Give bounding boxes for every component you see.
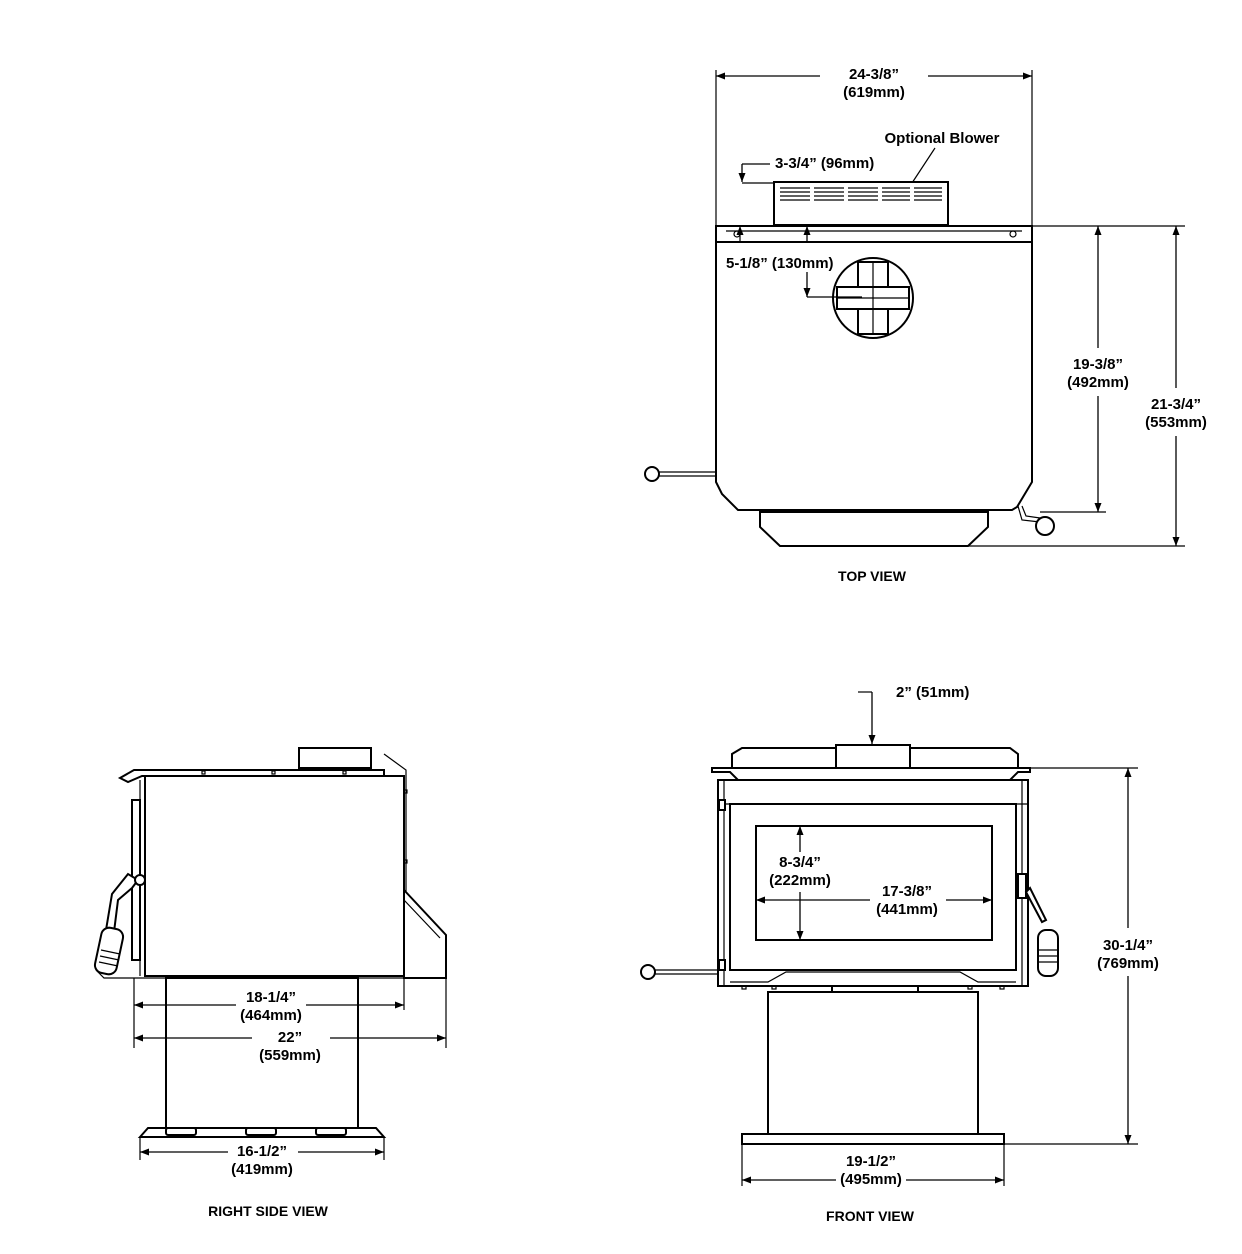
side-view: 18-1/4” (464mm) 22” (559mm) 16-1/2” (419… — [93, 747, 447, 1219]
front-base-width-in: 19-1/2” — [846, 1153, 896, 1170]
top-depth-body-mm: (492mm) — [1067, 374, 1129, 391]
front-view: 2” (51mm) — [640, 684, 1159, 1224]
side-base-in: 16-1/2” — [237, 1143, 287, 1160]
front-glass-height-mm: (222mm) — [769, 872, 831, 889]
front-glass-height-in: 8-3/4” — [779, 854, 821, 871]
side-depth-body-mm: (464mm) — [240, 1007, 302, 1024]
side-view-title: RIGHT SIDE VIEW — [208, 1203, 329, 1219]
side-handle — [93, 872, 146, 976]
side-body — [144, 775, 405, 977]
front-base — [741, 1133, 1005, 1145]
front-view-title: FRONT VIEW — [826, 1208, 915, 1224]
side-flue — [298, 747, 372, 769]
front-glass — [755, 825, 993, 941]
front-total-height-mm: (769mm) — [1097, 955, 1159, 972]
side-pedestal — [165, 977, 359, 1129]
blower-unit — [773, 181, 949, 226]
front-top-plate — [711, 767, 1031, 781]
top-view-title: TOP VIEW — [838, 568, 907, 584]
front-damper-rod — [640, 964, 718, 980]
top-depth-total-mm: (553mm) — [1145, 414, 1207, 431]
front-handle — [1017, 873, 1059, 977]
front-pedestal — [767, 991, 979, 1135]
front-total-height-in: 30-1/4” — [1103, 937, 1153, 954]
door-handle-top — [1017, 505, 1055, 536]
top-depth-total-in: 21-3/4” — [1151, 396, 1201, 413]
top-view: 24-3/8” (619mm) Optional Blower 3-3/4” (… — [644, 66, 1207, 584]
side-heat-shield — [403, 887, 447, 979]
top-depth-body-in: 19-3/8” — [1073, 356, 1123, 373]
blower-depth: 3-3/4” (96mm) — [775, 155, 874, 172]
front-glass-width-mm: (441mm) — [876, 901, 938, 918]
flue-offset: 5-1/8” (130mm) — [726, 255, 834, 272]
side-depth-body-in: 18-1/4” — [246, 989, 296, 1006]
stove-body-top — [715, 241, 1033, 511]
front-flue — [835, 744, 911, 770]
top-plate — [715, 225, 1033, 243]
front-glass-width-in: 17-3/8” — [882, 883, 932, 900]
flue-collar — [832, 257, 914, 339]
side-depth-total-mm: (559mm) — [259, 1047, 321, 1064]
side-base-mm: (419mm) — [231, 1161, 293, 1178]
front-flue-height: 2” (51mm) — [896, 684, 969, 701]
top-width-mm: (619mm) — [843, 84, 905, 101]
damper-rod — [644, 466, 716, 482]
top-width-in: 24-3/8” — [849, 66, 899, 83]
side-depth-total-in: 22” — [278, 1029, 302, 1046]
front-base-width-mm: (495mm) — [840, 1171, 902, 1188]
ash-lip — [759, 511, 989, 547]
blower-label: Optional Blower — [884, 130, 999, 147]
